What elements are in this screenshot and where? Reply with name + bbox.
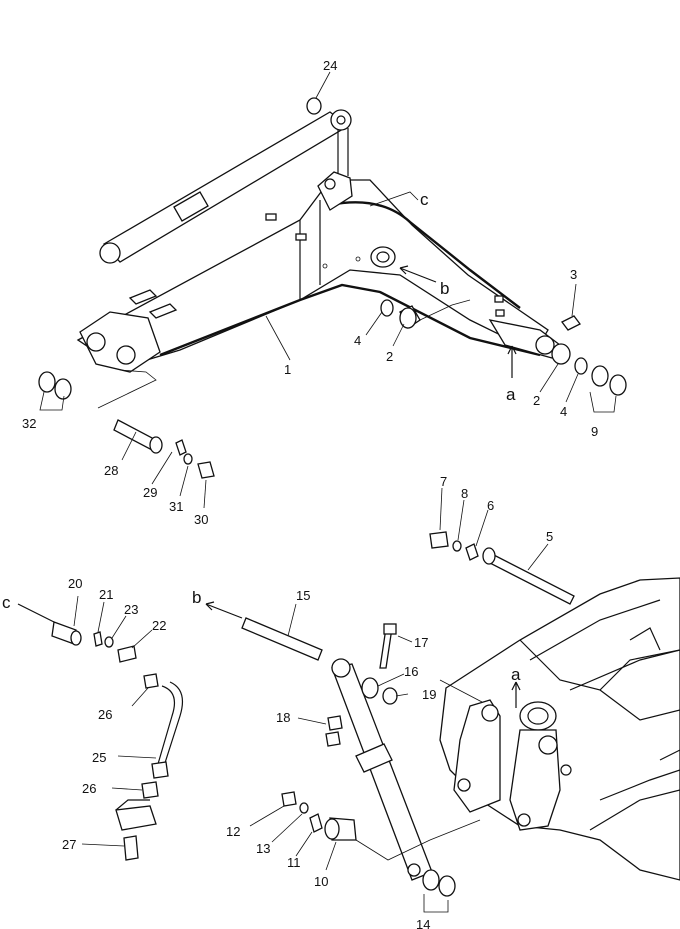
foot-pin-assembly <box>113 419 215 479</box>
label-18: 18 <box>276 710 290 725</box>
label-28: 28 <box>104 463 118 478</box>
reference-letters: c b a c b a <box>2 190 521 684</box>
label-21: 21 <box>99 587 113 602</box>
label-20: 20 <box>68 576 82 591</box>
label-23: 23 <box>124 602 138 617</box>
label-6: 6 <box>487 498 494 513</box>
boom-cylinder <box>99 109 352 264</box>
label-29: 29 <box>143 485 157 500</box>
label-11: 11 <box>287 855 301 870</box>
grease-line-group <box>17 595 183 861</box>
label-17: 17 <box>414 635 428 650</box>
ref-a-mid: a <box>506 385 516 404</box>
ref-a-right: a <box>511 665 521 684</box>
revolving-frame <box>439 577 680 881</box>
leader-lines-upper <box>39 71 617 509</box>
part-numbers: 24 3 4 2 1 2 4 9 32 28 29 31 30 7 8 6 5 … <box>22 58 598 929</box>
label-2b: 2 <box>533 393 540 408</box>
label-27: 27 <box>62 837 76 852</box>
ref-b-mid: b <box>440 279 449 298</box>
label-24: 24 <box>323 58 337 73</box>
label-19: 19 <box>422 687 436 702</box>
label-7: 7 <box>440 474 447 489</box>
label-26b: 26 <box>82 781 96 796</box>
label-10: 10 <box>314 874 328 889</box>
label-16: 16 <box>404 664 418 679</box>
label-12: 12 <box>226 824 240 839</box>
arm-cylinder-group <box>205 601 521 913</box>
pin-5-assembly <box>429 487 575 605</box>
label-1: 1 <box>284 362 291 377</box>
boom-bushings <box>38 299 627 400</box>
ref-c-left: c <box>2 593 11 612</box>
label-26a: 26 <box>98 707 112 722</box>
label-14: 14 <box>416 917 430 929</box>
ref-b-left: b <box>192 588 201 607</box>
label-3: 3 <box>570 267 577 282</box>
label-31: 31 <box>169 499 183 514</box>
ref-c-top: c <box>420 190 429 209</box>
label-25: 25 <box>92 750 106 765</box>
label-2a: 2 <box>386 349 393 364</box>
label-4a: 4 <box>354 333 361 348</box>
label-13: 13 <box>256 841 270 856</box>
label-15: 15 <box>296 588 310 603</box>
label-8: 8 <box>461 486 468 501</box>
label-30: 30 <box>194 512 208 527</box>
boom-body <box>76 171 561 373</box>
label-5: 5 <box>546 529 553 544</box>
label-32: 32 <box>22 416 36 431</box>
label-4b: 4 <box>560 404 567 419</box>
label-9: 9 <box>591 424 598 439</box>
label-22: 22 <box>152 618 166 633</box>
